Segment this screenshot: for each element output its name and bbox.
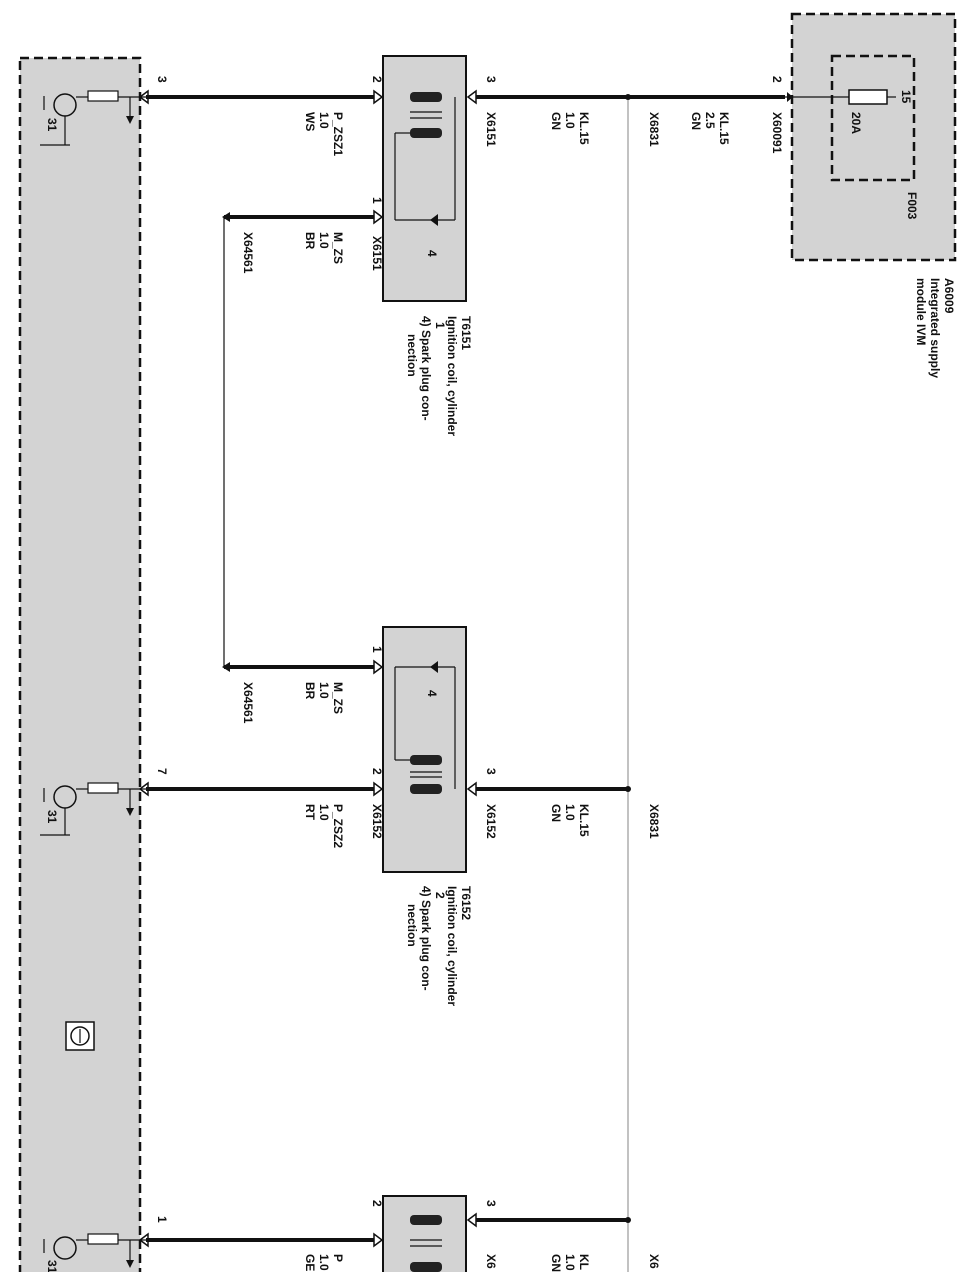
ground-label: 31	[45, 810, 59, 824]
coil1-ground-name: M_ZS	[331, 232, 345, 264]
coil3-pin-supply: 3	[484, 1200, 498, 1207]
coil1-supply-color: GN	[549, 112, 563, 130]
coil2-connector-supply: X6152	[484, 804, 498, 839]
coil2-ground-size: 1.0	[317, 682, 331, 699]
coil1-desc-1: Ignition coil, cylinder	[445, 316, 459, 436]
coil2-desc-1: Ignition coil, cylinder	[445, 886, 459, 1006]
coil2-pin-ground: 1	[370, 646, 384, 653]
coil-winding-icon	[410, 784, 442, 794]
dme-control-unit	[18, 56, 142, 1272]
coil2-supply-signal: KL.15	[577, 804, 591, 837]
coil1-signal-size: 1.0	[317, 112, 331, 129]
coil-winding-icon	[410, 92, 442, 102]
ism-wire-color: GN	[689, 112, 703, 130]
coil1-supply-signal: KL.15	[577, 112, 591, 145]
coil1-ground-color: BR	[303, 232, 317, 250]
coil3-supply-color: GN	[549, 1254, 563, 1272]
dme-pin-1b: 1	[155, 1216, 169, 1223]
ism-wire-signal: KL.15	[717, 112, 731, 145]
coil3-connector-supply: X6	[484, 1254, 498, 1269]
coil3-pin-signal: 2	[370, 1200, 384, 1207]
coil1-ground-size: 1.0	[317, 232, 331, 249]
coil2-supply-size: 1.0	[563, 804, 577, 821]
coil1-inner-label: 4	[425, 250, 439, 257]
ism-wire-size: 2.5	[703, 112, 717, 129]
coil1-desc-4: nection	[405, 334, 419, 377]
output-stage-2	[40, 782, 146, 836]
coil1-pin-signal: 2	[370, 76, 384, 83]
coil1-pin-ground: 1	[370, 197, 384, 204]
coil1-ground-connector: X64561	[241, 232, 255, 274]
fuse-id: F003	[905, 192, 919, 220]
coil1-desc-3: 4) Spark plug con-	[419, 316, 433, 421]
coil2-ground-connector: X64561	[241, 682, 255, 724]
coil3-supply-signal: KL	[577, 1254, 591, 1270]
ism-connector-pin: 2	[770, 76, 784, 83]
integrated-supply-module	[790, 12, 957, 262]
coil2-desc-3: 4) Spark plug con-	[419, 886, 433, 991]
output-stage-3	[43, 1233, 146, 1268]
coil2-inner-label: 4	[425, 690, 439, 697]
dme-pin-7: 7	[155, 768, 169, 775]
coil2-id: T6152	[459, 886, 473, 920]
coil1-signal-color: WS	[303, 112, 317, 131]
coil3-signal-name: P	[331, 1254, 345, 1262]
coil2-pin-signal: 2	[370, 768, 384, 775]
coil3-signal-size: 1.0	[317, 1254, 331, 1271]
coil1-connector-ground: X6151	[370, 236, 384, 271]
coil1-id: T6151	[459, 316, 473, 350]
coil2-signal-name: P_ZSZ2	[331, 804, 345, 848]
coil1-signal-name: P_ZSZ1	[331, 112, 345, 156]
coil2-desc-4: nection	[405, 904, 419, 947]
ignition-coil-2	[382, 626, 467, 873]
coil2-ground-color: BR	[303, 682, 317, 700]
coil2-ground-name: M_ZS	[331, 682, 345, 714]
engine-control-icon	[65, 1021, 95, 1051]
coil1-connector-supply: X6151	[484, 112, 498, 147]
ignition-coil-3	[382, 1195, 467, 1272]
coil2-connector-ground: X6152	[370, 804, 384, 839]
ground-label: 31	[45, 118, 59, 132]
splice-label-2: X6831	[647, 804, 661, 839]
ism-connector: X60091	[770, 112, 784, 154]
coil2-signal-color: RT	[303, 804, 317, 821]
output-stage-1	[40, 90, 146, 146]
coil2-signal-size: 1.0	[317, 804, 331, 821]
coil1-supply-size: 1.0	[563, 112, 577, 129]
coil2-supply-color: GN	[549, 804, 563, 822]
coil1-pin-supply: 3	[484, 76, 498, 83]
fuse-rating: 20A	[849, 112, 863, 134]
coil-winding-icon	[410, 128, 442, 138]
fuse-box-outline	[830, 54, 916, 182]
ism-name-2: module IVM	[914, 278, 928, 345]
ism-name-1: Integrated supply	[928, 278, 942, 378]
ground-label: 31	[45, 1260, 59, 1272]
coil3-signal-color: GE	[303, 1254, 317, 1271]
coil3-supply-size: 1.0	[563, 1254, 577, 1271]
coil2-desc-2: 2	[433, 892, 447, 899]
splice-label-3: X6	[647, 1254, 661, 1269]
coil-winding-icon	[410, 755, 442, 765]
dme-pin-1: 3	[155, 76, 169, 83]
coil2-pin-supply: 3	[484, 768, 498, 775]
coil1-desc-2: 1	[433, 322, 447, 329]
splice-label: X6831	[647, 112, 661, 147]
ism-id: A6009	[942, 278, 956, 314]
fuse-icon	[848, 89, 888, 105]
fuse-pin: 15	[899, 90, 913, 104]
